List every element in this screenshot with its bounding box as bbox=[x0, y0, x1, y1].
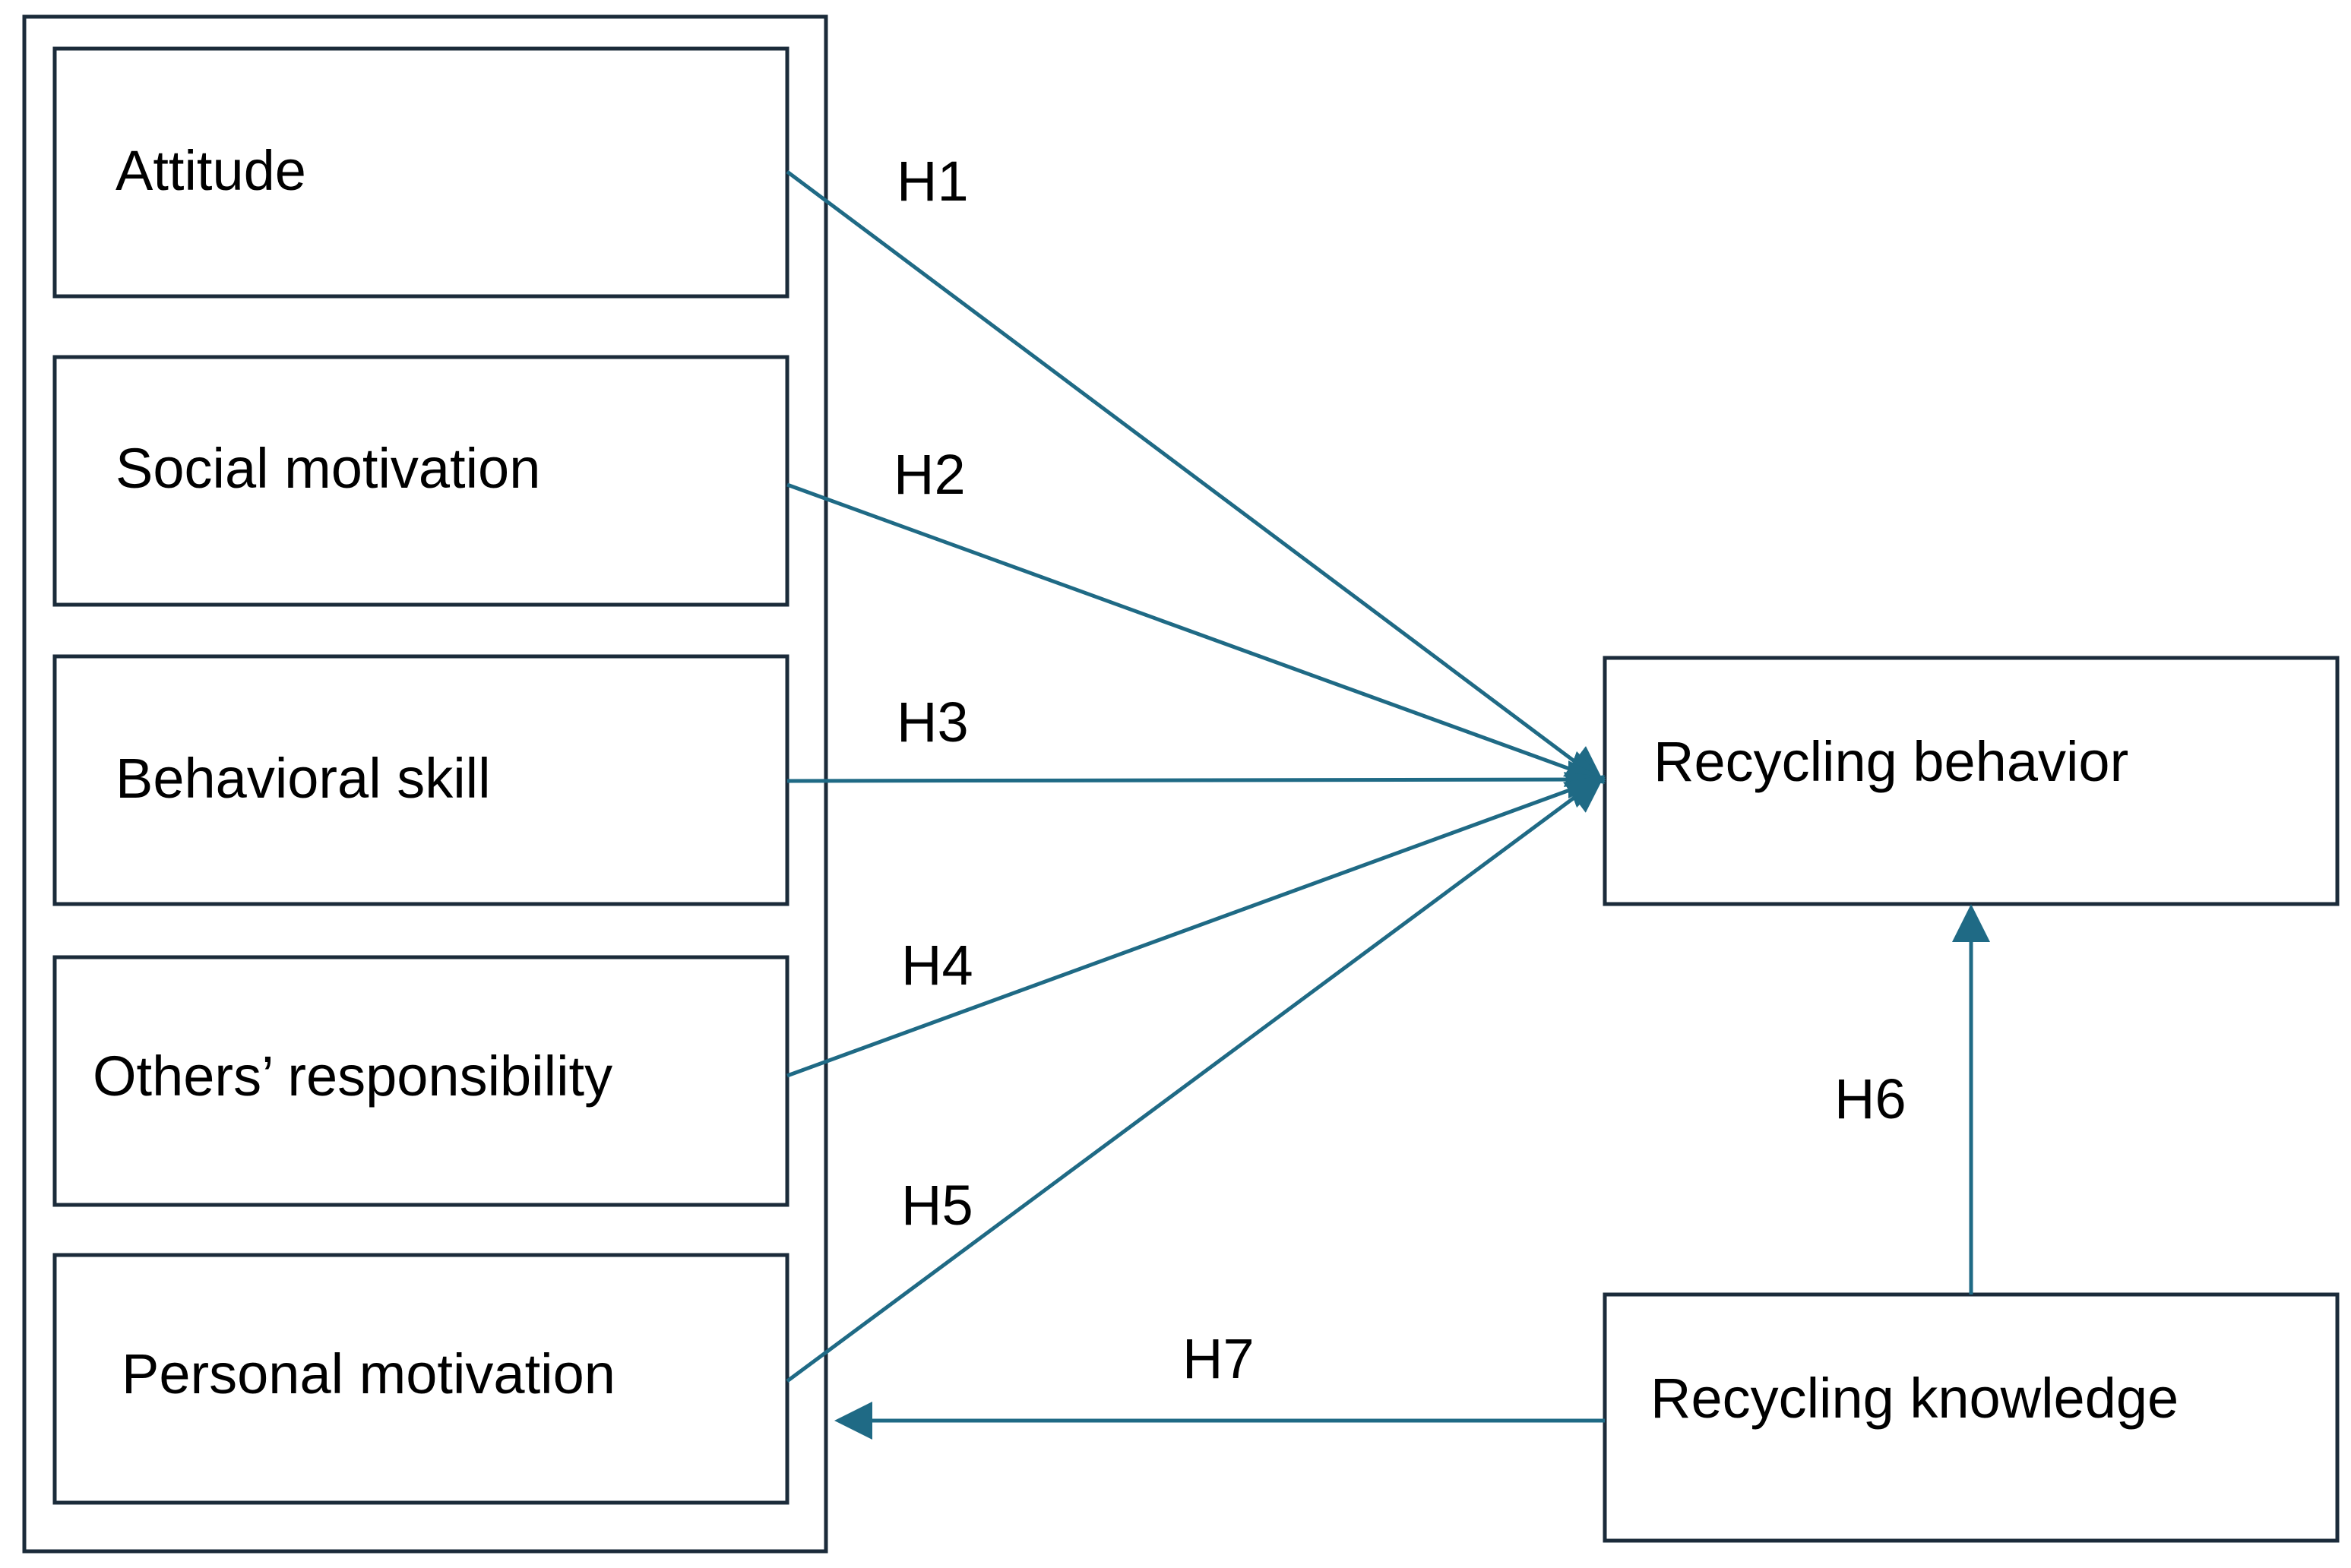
social-motivation-box bbox=[52, 355, 789, 607]
h1-label: H1 bbox=[897, 150, 969, 213]
attitude-box bbox=[52, 46, 789, 299]
h2-label: H2 bbox=[894, 443, 966, 506]
others-responsibility-box bbox=[52, 955, 789, 1207]
h5-label: H5 bbox=[901, 1174, 973, 1237]
recycling-behavior-label: Recycling behavior bbox=[1653, 730, 2128, 793]
others-responsibility-label: Others’ responsibility bbox=[93, 1045, 612, 1108]
h6-label: H6 bbox=[1834, 1067, 1906, 1130]
personal-motivation-label: Personal motivation bbox=[122, 1342, 615, 1405]
h4-arrow bbox=[786, 772, 1606, 1078]
h4-label: H4 bbox=[901, 934, 973, 997]
h5-arrow bbox=[786, 775, 1606, 1383]
social-motivation-label: Social motivation bbox=[115, 437, 540, 500]
predictors-group-frame bbox=[22, 14, 828, 1554]
h7-label: H7 bbox=[1182, 1327, 1255, 1390]
recycling-knowledge-label: Recycling knowledge bbox=[1650, 1367, 2179, 1430]
personal-motivation-box bbox=[52, 1253, 789, 1505]
h3-label: H3 bbox=[897, 691, 969, 754]
h1-arrow bbox=[786, 169, 1606, 784]
h2-arrow bbox=[786, 482, 1606, 787]
behavioral-skill-label: Behavioral skill bbox=[115, 747, 491, 810]
recycling-behavior-box bbox=[1603, 656, 2340, 906]
recycling-knowledge-box bbox=[1603, 1292, 2340, 1543]
h3-arrow bbox=[786, 760, 1606, 799]
attitude-label: Attitude bbox=[115, 139, 306, 202]
